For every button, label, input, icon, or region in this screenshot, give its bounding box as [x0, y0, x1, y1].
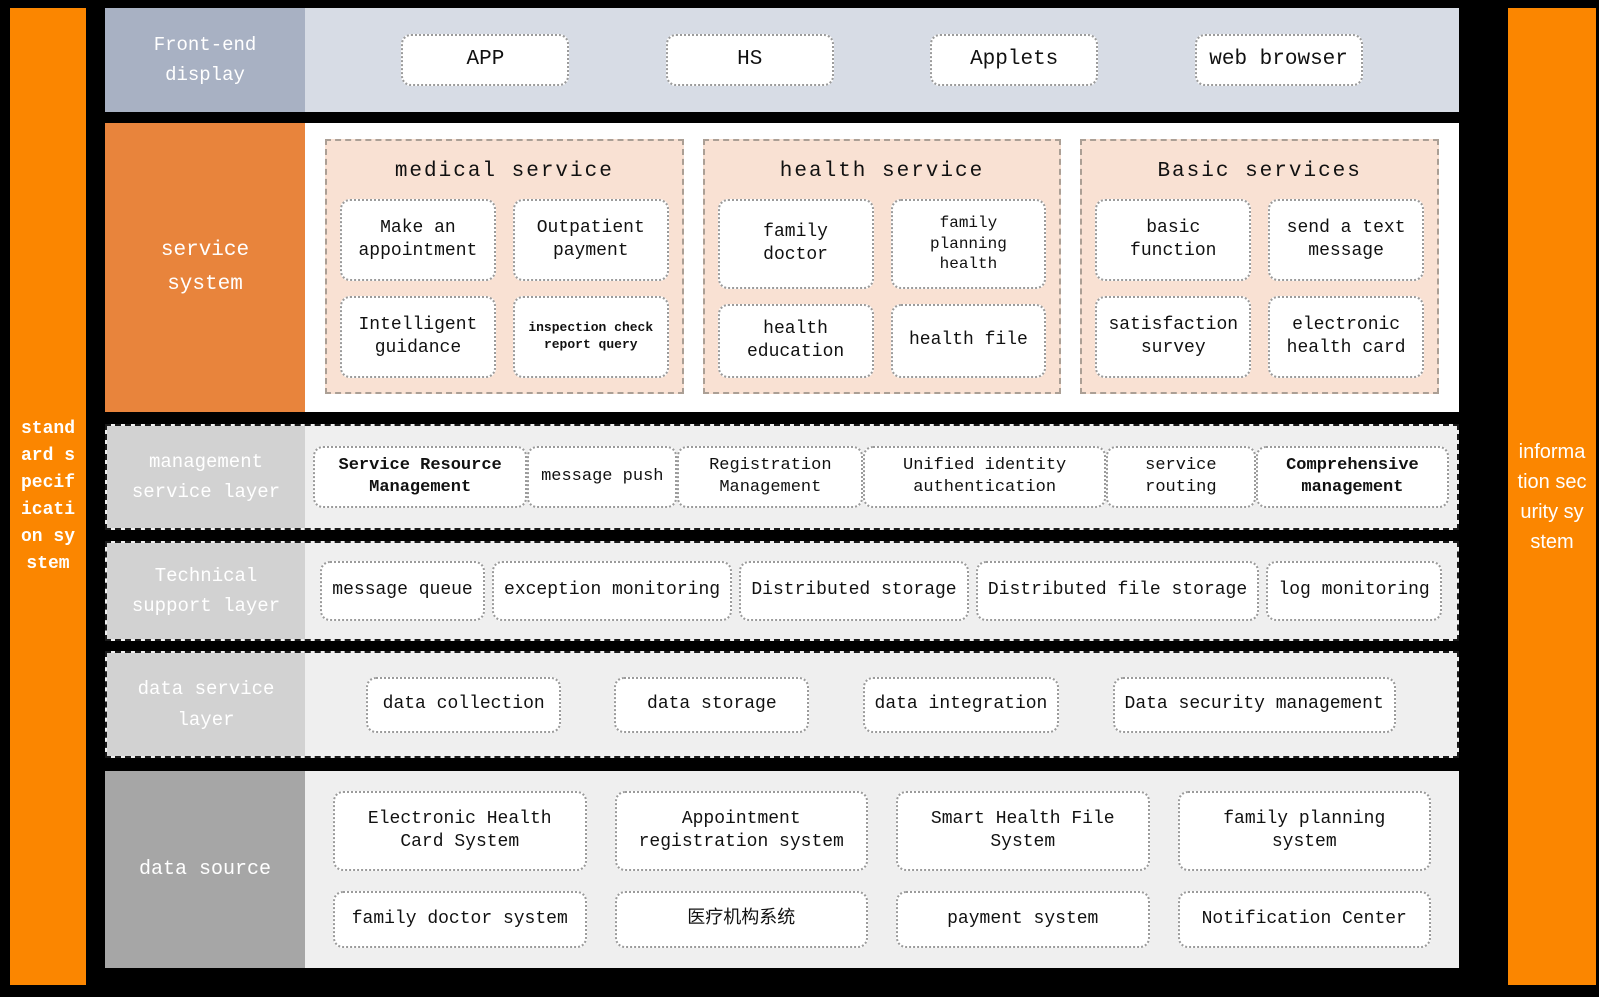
dsl-item-data-collection: data collection	[366, 676, 562, 733]
information-security-sidebar: information security system	[1508, 8, 1596, 985]
front-end-display-label: Front-end display	[105, 8, 305, 112]
layer-data-source: data source Electronic Health Card Syste…	[105, 771, 1459, 968]
group-health-service: health service family doctor family plan…	[702, 139, 1062, 394]
mgmt-item-registration-management: Registration Management	[677, 446, 864, 508]
front-end-item-applets: Applets	[930, 34, 1099, 86]
service-item-family-doctor: family doctor	[717, 199, 874, 289]
data-service-items: data collection data storage data integr…	[305, 653, 1457, 756]
mgmt-item-message-push: message push	[527, 446, 678, 508]
service-item-satisfaction-survey: satisfaction survey	[1095, 296, 1252, 378]
source-item-appointment-registration-system: Appointment registration system	[614, 791, 868, 872]
front-end-items: APP HS Applets web browser	[305, 8, 1459, 112]
service-system-groups: medical service Make an appointment Outp…	[305, 123, 1459, 412]
dsl-item-data-storage: data storage	[614, 676, 810, 733]
management-service-items: Service Resource Management message push…	[305, 426, 1457, 528]
tech-item-distributed-storage: Distributed storage	[739, 561, 969, 621]
tech-item-distributed-file-storage: Distributed file storage	[975, 561, 1260, 621]
management-service-layer-label: management service layer	[107, 426, 305, 528]
tech-item-exception-monitoring: exception monitoring	[492, 561, 733, 621]
data-source-items: Electronic Health Card System Appointmen…	[305, 771, 1459, 968]
service-item-electronic-health-card: electronic health card	[1268, 296, 1425, 378]
standard-specification-label: standard specification system	[20, 418, 75, 574]
group-items: basic function send a text message satis…	[1095, 199, 1425, 378]
source-item-notification-center: Notification Center	[1177, 891, 1431, 948]
source-item-family-planning-system: family planning system	[1177, 791, 1431, 872]
technical-support-layer-label: Technical support layer	[107, 543, 305, 639]
group-title: health service	[779, 160, 985, 183]
layer-management-service: management service layer Service Resourc…	[105, 424, 1459, 530]
layer-data-service: data service layer data collection data …	[105, 651, 1459, 758]
layer-technical-support: Technical support layer message queue ex…	[105, 541, 1459, 641]
group-items: family doctor family planning health hea…	[717, 199, 1047, 378]
service-item-inspection-check-report-query: inspection check report query	[512, 296, 669, 378]
group-title: medical service	[394, 160, 614, 183]
group-items: Make an appointment Outpatient payment I…	[340, 199, 669, 378]
tech-item-message-queue: message queue	[320, 561, 485, 621]
service-item-basic-function: basic function	[1095, 199, 1252, 281]
group-title: Basic services	[1157, 160, 1362, 183]
source-item-electronic-health-card-system: Electronic Health Card System	[333, 791, 587, 872]
service-item-make-appointment: Make an appointment	[340, 199, 496, 281]
front-end-item-web-browser: web browser	[1194, 34, 1363, 86]
standard-specification-sidebar: standard specification system	[10, 8, 86, 985]
mgmt-item-service-resource-management: Service Resource Management	[313, 446, 528, 508]
diagram-main: Front-end display APP HS Applets web bro…	[105, 8, 1459, 968]
layer-service-system: service system medical service Make an a…	[105, 123, 1459, 412]
dsl-item-data-integration: data integration	[862, 676, 1060, 733]
tech-item-log-monitoring: log monitoring	[1266, 561, 1442, 621]
source-item-medical-institution-system: 医疗机构系统	[614, 891, 868, 948]
group-basic-services: Basic services basic function send a tex…	[1080, 139, 1440, 394]
service-item-health-education: health education	[717, 303, 874, 378]
source-item-payment-system: payment system	[896, 891, 1150, 948]
technical-support-items: message queue exception monitoring Distr…	[305, 543, 1457, 639]
mgmt-item-unified-identity-authentication: Unified identity authentication	[863, 446, 1106, 508]
source-item-smart-health-file-system: Smart Health File System	[896, 791, 1150, 872]
mgmt-item-service-routing: service routing	[1105, 446, 1256, 508]
front-end-item-app: APP	[401, 34, 570, 86]
service-item-intelligent-guidance: Intelligent guidance	[340, 296, 496, 378]
service-item-send-text-message: send a text message	[1268, 199, 1425, 281]
service-item-outpatient-payment: Outpatient payment	[512, 199, 669, 281]
service-item-family-planning-health: family planning health	[890, 199, 1047, 289]
layer-front-end-display: Front-end display APP HS Applets web bro…	[105, 8, 1459, 112]
data-source-label: data source	[105, 771, 305, 968]
service-item-health-file: health file	[890, 303, 1047, 378]
front-end-item-hs: HS	[665, 34, 834, 86]
group-medical-service: medical service Make an appointment Outp…	[325, 139, 684, 394]
source-item-family-doctor-system: family doctor system	[333, 891, 587, 948]
service-system-label: service system	[105, 123, 305, 412]
mgmt-item-comprehensive-management: Comprehensive management	[1255, 446, 1449, 508]
dsl-item-data-security-management: Data security management	[1112, 676, 1396, 733]
information-security-label: information security system	[1517, 440, 1587, 553]
data-service-layer-label: data service layer	[107, 653, 305, 756]
